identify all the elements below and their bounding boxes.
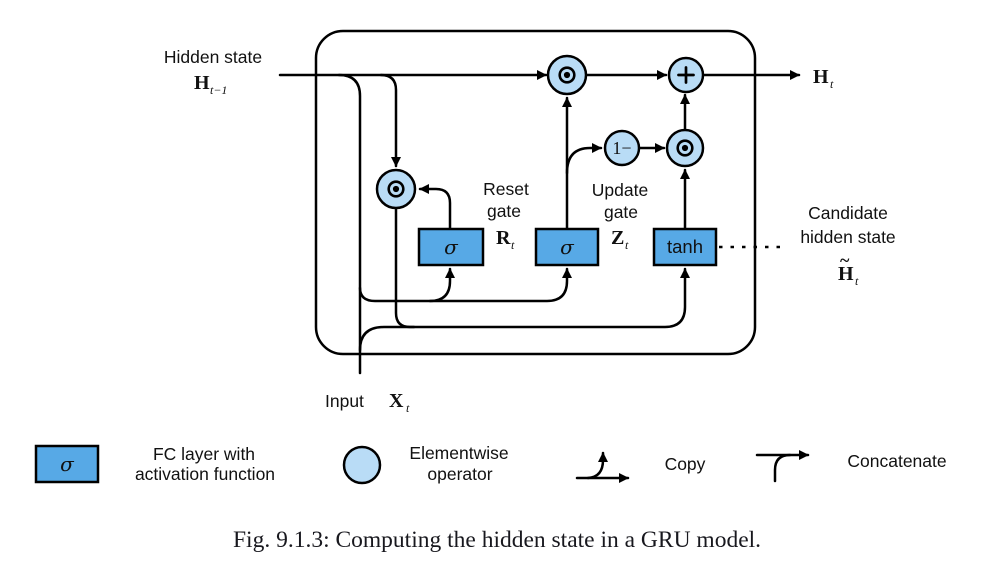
output-math: H <box>813 66 829 88</box>
input-label: Input <box>325 391 364 411</box>
wire-hidden-to-reset-product <box>379 73 401 168</box>
elementwise-product-reset-dot <box>392 185 400 193</box>
wire-bus-to-reset-sigma <box>428 267 455 303</box>
elementwise-sum-icon <box>667 56 705 94</box>
wire-update-to-one-minus <box>565 143 603 175</box>
reset-gate-math: R <box>496 227 511 249</box>
wire-reset-product-to-tanh <box>394 206 690 329</box>
legend-concatenate-text: Concatenate <box>847 451 946 471</box>
hidden-state-math: H <box>194 72 210 94</box>
hidden-state-label: Hidden state <box>164 47 262 67</box>
update-gate-math: Z <box>611 227 624 249</box>
candidate-math: H <box>838 263 854 285</box>
update-gate-label-line1: Update <box>592 180 648 200</box>
input-math-sub: t <box>406 401 410 415</box>
elementwise-operator-icon <box>342 445 382 485</box>
legend-elementwise-text-line2: operator <box>427 464 492 484</box>
one-minus-circle <box>603 129 641 167</box>
reset-gate-math-sub: t <box>511 238 515 252</box>
legend-fc-text-line1: FC layer with <box>153 444 255 464</box>
legend-fc-text-line2: activation function <box>135 464 275 484</box>
fc-layer-icon-label: σ <box>60 452 75 476</box>
one-minus-node: 1− <box>603 129 641 167</box>
candidate-math-tilde: ~ <box>840 250 850 270</box>
elementwise-product-candidate-ring <box>676 139 694 157</box>
legend-elementwise-text-line1: Elementwise <box>409 443 508 463</box>
hidden-state-math-sub: t−1 <box>210 83 227 97</box>
reset-sigma-label: σ <box>444 235 459 259</box>
candidate-math-sub: t <box>855 274 859 288</box>
legend-concatenate: Concatenate <box>755 450 947 483</box>
update-sigma-label: σ <box>560 235 575 259</box>
one-minus-label: 1− <box>612 138 631 158</box>
reset-gate-label-line2: gate <box>487 201 521 221</box>
update-gate-label-line2: gate <box>604 202 638 222</box>
wire-bus-to-update-sigma <box>358 267 572 303</box>
reset-sigma-rect <box>417 227 485 267</box>
figure-caption: Fig. 9.1.3: Computing the hidden state i… <box>233 527 761 553</box>
legend-elementwise: Elementwise operator <box>342 443 509 485</box>
tanh-rect <box>652 227 718 267</box>
elementwise-product-candidate-icon <box>665 128 705 168</box>
elementwise-product-reset-icon <box>375 168 417 210</box>
elementwise-product-candidate-dot <box>681 144 689 152</box>
elementwise-product-update-dot <box>563 71 571 79</box>
legend-copy-text: Copy <box>665 454 706 474</box>
input-math: X <box>389 390 404 412</box>
wire-trunk-hidden-input <box>337 73 362 375</box>
update-sigma-rect <box>534 227 600 267</box>
reset-gate-label-line1: Reset <box>483 179 529 199</box>
output-math-sub: t <box>830 77 834 91</box>
plus-glyph <box>677 66 695 84</box>
elementwise-product-reset-ring <box>387 180 405 198</box>
legend-fc-layer: σ FC layer with activation function <box>34 444 275 484</box>
elementwise-product-update-icon <box>546 54 588 96</box>
legend-copy: Copy <box>575 451 706 483</box>
reset-sigma-box: σ <box>417 227 485 267</box>
update-sigma-box: σ <box>534 227 600 267</box>
fc-layer-icon <box>34 444 100 484</box>
update-gate-math-sub: t <box>625 238 629 252</box>
concatenate-icon-merge-stub <box>773 453 792 483</box>
candidate-label-line2: hidden state <box>800 227 895 247</box>
elementwise-product-update-ring <box>558 66 576 84</box>
wire-input-concat <box>358 325 416 352</box>
tanh-box: tanh <box>652 227 718 267</box>
copy-icon-branch-arrow <box>586 451 608 480</box>
candidate-label-line1: Candidate <box>808 203 888 223</box>
tanh-label: tanh <box>667 236 703 257</box>
gru-cell-boundary <box>314 29 757 356</box>
wire-reset-sigma-to-product <box>418 184 452 231</box>
